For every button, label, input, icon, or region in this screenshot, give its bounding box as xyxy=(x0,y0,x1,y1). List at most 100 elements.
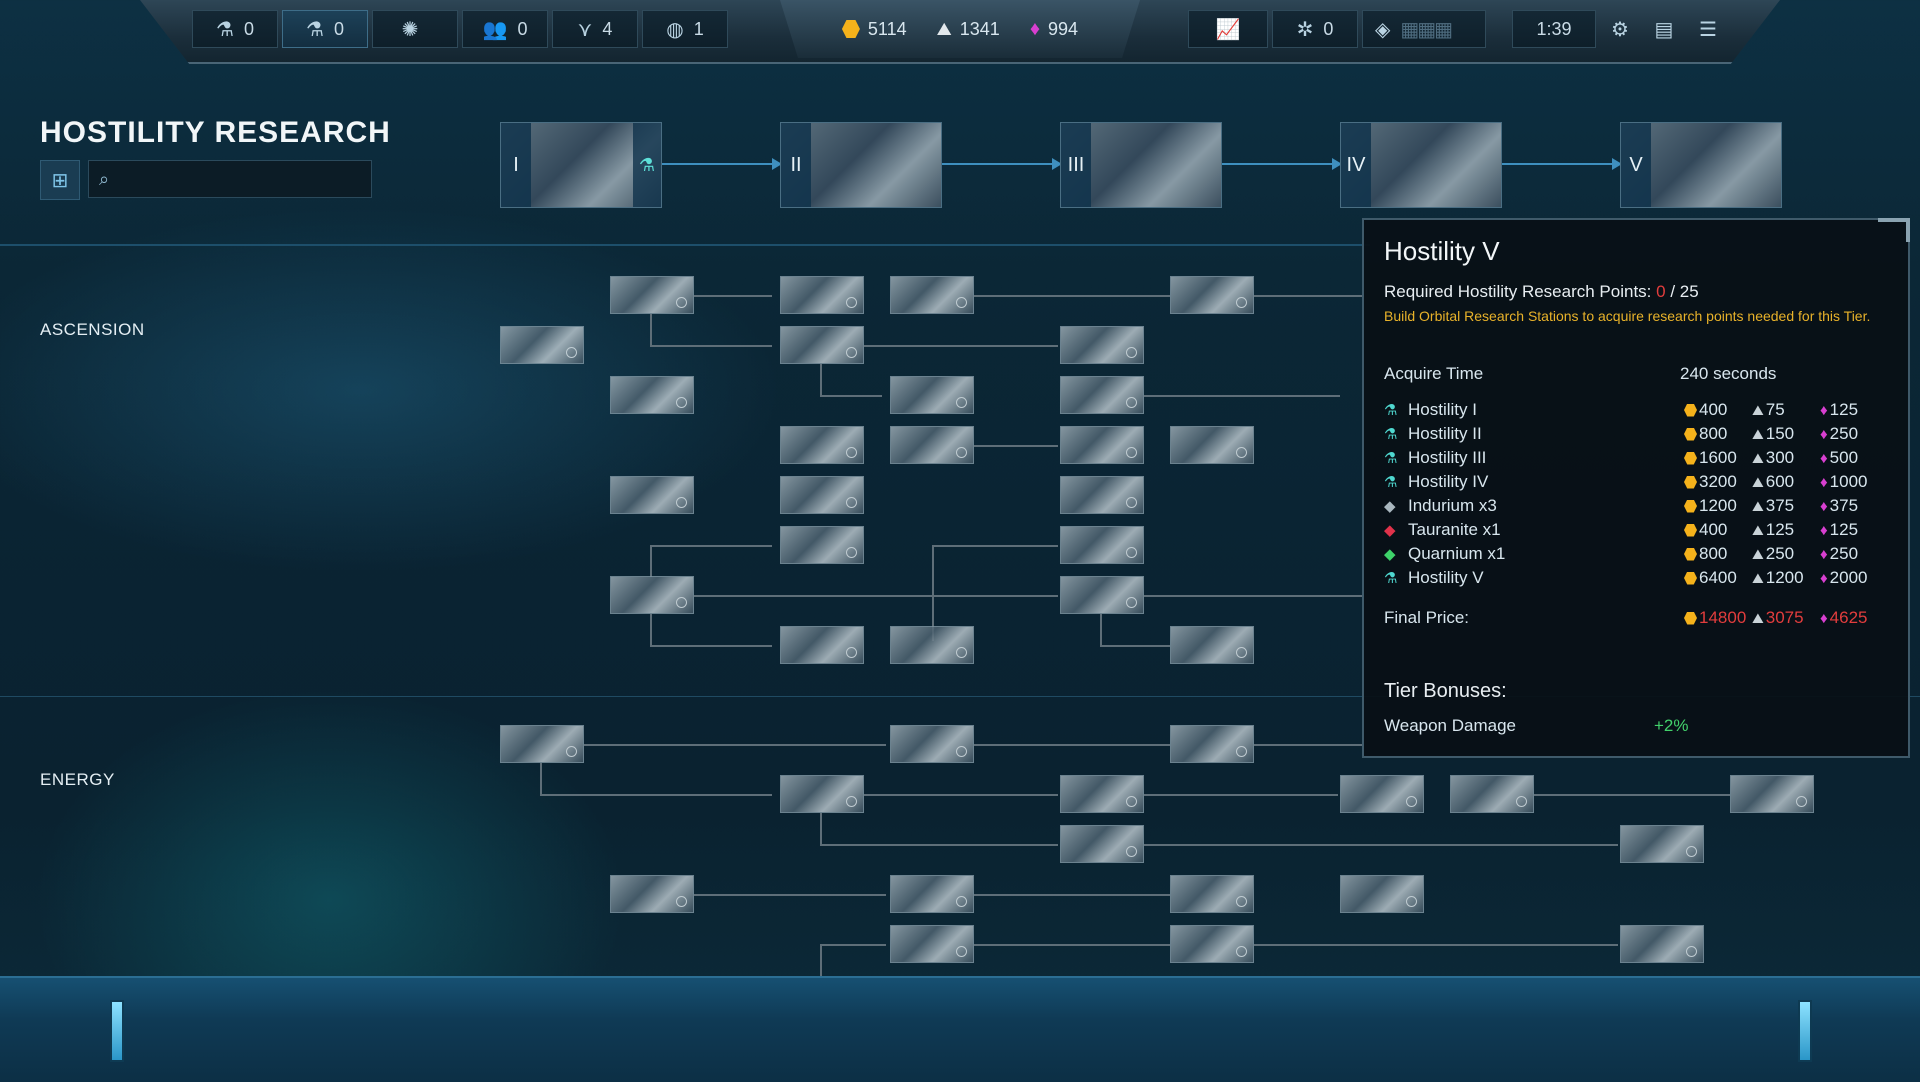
cost-crystal: ♦250 xyxy=(1820,424,1858,444)
metal-icon: ⛰ xyxy=(1752,609,1764,626)
research-node[interactable] xyxy=(890,626,974,664)
cost-credits-value: 400 xyxy=(1699,520,1728,539)
research-node[interactable] xyxy=(1060,576,1144,614)
research-node[interactable] xyxy=(1170,276,1254,314)
cost-credits: 3200 xyxy=(1684,472,1737,492)
research-node[interactable] xyxy=(1060,426,1144,464)
right-scroll-handle[interactable] xyxy=(1798,1000,1812,1062)
research-node[interactable] xyxy=(780,426,864,464)
cost-row: ⚗ Hostility I 400 ⛰75 ♦125 xyxy=(1384,400,1884,422)
tree-view-button[interactable]: ⊞ xyxy=(40,160,80,200)
research-node[interactable] xyxy=(780,775,864,813)
research-node[interactable] xyxy=(780,526,864,564)
research-node[interactable] xyxy=(1620,825,1704,863)
metal-icon: ⛰ xyxy=(1752,497,1764,514)
research-node[interactable] xyxy=(780,276,864,314)
research-node[interactable] xyxy=(1450,775,1534,813)
research-counter-1[interactable]: ⚗ 0 xyxy=(192,10,278,48)
research-counter-1-value: 0 xyxy=(243,18,254,39)
chat-button[interactable]: ▤ xyxy=(1644,10,1684,48)
cost-row: ◆ Indurium x3 1200 ⛰375 ♦375 xyxy=(1384,496,1884,518)
cost-crystal-value: 2000 xyxy=(1829,568,1868,587)
research-node[interactable] xyxy=(610,576,694,614)
research-node[interactable] xyxy=(1340,875,1424,913)
research-node[interactable] xyxy=(610,276,694,314)
tier-3-card[interactable]: III xyxy=(1060,122,1222,208)
research-node[interactable] xyxy=(890,426,974,464)
research-node[interactable] xyxy=(780,626,864,664)
cost-row-name: Hostility I xyxy=(1408,400,1477,419)
final-metal-value: 3075 xyxy=(1765,608,1804,627)
research-node[interactable] xyxy=(1340,775,1424,813)
tier-arrow xyxy=(1502,158,1622,170)
cost-credits-value: 1200 xyxy=(1699,496,1737,515)
research-node[interactable] xyxy=(1060,825,1144,863)
population-counter[interactable]: 👥 0 xyxy=(462,10,548,48)
cost-crystal-value: 500 xyxy=(1829,448,1859,467)
credits-icon xyxy=(1684,403,1697,417)
tree-link xyxy=(1100,614,1102,646)
credits-icon xyxy=(1684,523,1697,537)
research-node[interactable] xyxy=(610,476,694,514)
cost-credits: 800 xyxy=(1684,424,1727,444)
menu-button[interactable]: ☰ xyxy=(1688,10,1728,48)
metal-icon: ⛰ xyxy=(1752,473,1764,490)
research-node[interactable] xyxy=(1620,925,1704,963)
tier-4-card[interactable]: IV xyxy=(1340,122,1502,208)
credits-icon xyxy=(1684,547,1697,561)
research-node[interactable] xyxy=(1060,476,1144,514)
research-node[interactable] xyxy=(890,276,974,314)
research-node[interactable] xyxy=(1170,925,1254,963)
stats-button[interactable]: 📈 xyxy=(1188,10,1268,48)
fleet-icon: ✲ xyxy=(1296,18,1314,41)
cost-metal-value: 300 xyxy=(1765,448,1795,467)
tree-link xyxy=(820,364,822,396)
tier-1-card[interactable]: I ⚗ xyxy=(500,122,662,208)
research-node[interactable] xyxy=(1060,376,1144,414)
research-node[interactable] xyxy=(1170,626,1254,664)
planet-counter[interactable]: ◍ 1 xyxy=(642,10,728,48)
tier-5-card[interactable]: V xyxy=(1620,122,1782,208)
diplomacy-icon: ◈ xyxy=(1375,18,1391,41)
research-node[interactable] xyxy=(610,875,694,913)
final-credits: 14800 xyxy=(1684,608,1746,628)
settings-button[interactable]: ⚙ xyxy=(1600,10,1640,48)
research-node[interactable] xyxy=(1060,526,1144,564)
research-node[interactable] xyxy=(780,476,864,514)
research-node[interactable] xyxy=(1170,875,1254,913)
diplomacy-button[interactable]: ◈ ▦▦▦ xyxy=(1362,10,1486,48)
research-node[interactable] xyxy=(890,376,974,414)
research-node[interactable] xyxy=(890,925,974,963)
search-box[interactable]: ⌕ xyxy=(88,160,372,198)
research-node[interactable] xyxy=(890,725,974,763)
search-input[interactable] xyxy=(117,169,352,189)
research-node[interactable] xyxy=(1060,775,1144,813)
research-counter-2[interactable]: ⚗ 0 xyxy=(282,10,368,48)
research-node[interactable] xyxy=(500,326,584,364)
crystal-value: 994 xyxy=(1048,18,1079,39)
research-node[interactable] xyxy=(1730,775,1814,813)
population-icon: 👥 xyxy=(482,18,508,41)
flask-icon: ⚗ xyxy=(1384,570,1398,587)
research-node[interactable] xyxy=(780,326,864,364)
acquire-time-value: 240 seconds xyxy=(1680,364,1777,383)
fleet-counter[interactable]: ✲ 0 xyxy=(1272,10,1358,48)
crystal-icon: ♦ xyxy=(1820,609,1828,627)
cost-credits-value: 800 xyxy=(1699,424,1728,443)
metal-icon: ⛰ xyxy=(1752,569,1764,586)
research-node[interactable] xyxy=(500,725,584,763)
flask-icon: ⚗ xyxy=(1384,474,1398,491)
research-node[interactable] xyxy=(1170,725,1254,763)
metal-icon: ⛰ xyxy=(1752,521,1764,538)
cost-credits: 1200 xyxy=(1684,496,1737,516)
grid-icon: ▦▦▦ xyxy=(1400,18,1453,41)
left-scroll-handle[interactable] xyxy=(110,1000,124,1062)
tier-2-card[interactable]: II xyxy=(780,122,942,208)
research-node[interactable] xyxy=(1060,326,1144,364)
research-node[interactable] xyxy=(610,376,694,414)
research-node[interactable] xyxy=(1170,426,1254,464)
orbital-counter[interactable]: ✺ xyxy=(372,10,458,48)
research-node[interactable] xyxy=(890,875,974,913)
credits-icon xyxy=(1684,475,1697,489)
ships-counter[interactable]: ⋎ 4 xyxy=(552,10,638,48)
